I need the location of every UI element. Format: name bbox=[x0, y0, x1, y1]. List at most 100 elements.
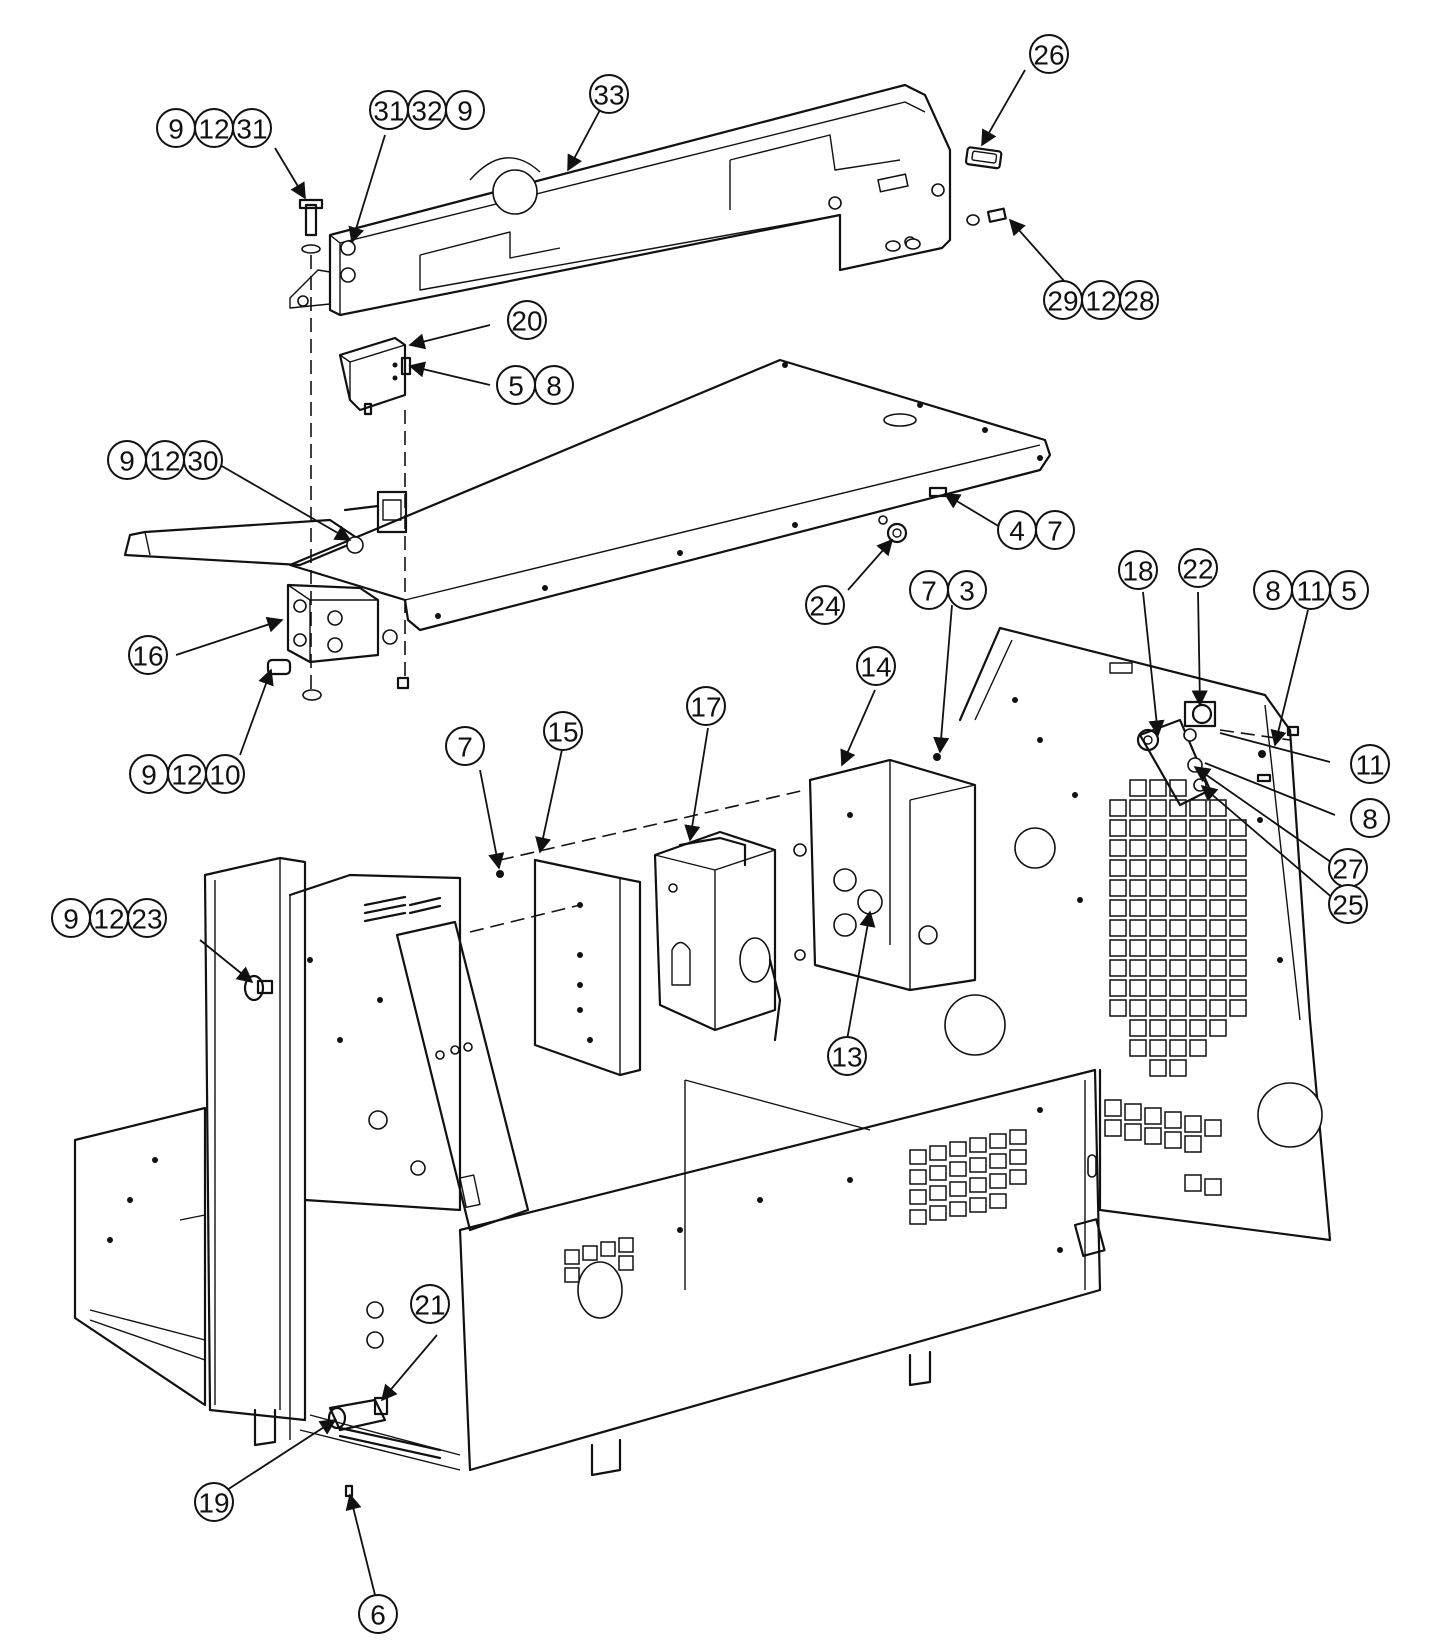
callout-bubble bbox=[445, 90, 485, 130]
callout-number: 12 bbox=[149, 446, 180, 477]
callout-bubble bbox=[445, 726, 485, 766]
callout-20: 20 bbox=[507, 300, 547, 340]
part-23-knob bbox=[243, 974, 274, 1002]
callout-18: 18 bbox=[1118, 550, 1158, 590]
callout-bubble bbox=[1350, 798, 1390, 838]
callout-bubble bbox=[805, 585, 845, 625]
callout-number: 8 bbox=[1265, 576, 1281, 607]
callout-number: 11 bbox=[1355, 750, 1384, 781]
callout-number: 17 bbox=[690, 692, 721, 723]
callout-bubble bbox=[1119, 280, 1159, 320]
callout-bubble bbox=[410, 1284, 450, 1324]
callout-number: 24 bbox=[809, 591, 840, 622]
callout-7: 7 bbox=[445, 726, 485, 766]
callout-bubble bbox=[1328, 884, 1368, 924]
callout-number: 18 bbox=[1122, 556, 1153, 587]
part-17-handle-assembly bbox=[653, 830, 807, 1042]
callout-number: 5 bbox=[1341, 576, 1357, 607]
callout-14: 14 bbox=[856, 646, 896, 686]
callout-number: 4 bbox=[1009, 516, 1025, 547]
callout-number: 12 bbox=[198, 114, 229, 145]
callout-number: 20 bbox=[511, 306, 542, 337]
callout-bubble bbox=[183, 440, 223, 480]
callout-number: 7 bbox=[921, 576, 937, 607]
callout-number: 10 bbox=[209, 760, 240, 791]
front-vent-grid bbox=[564, 1129, 1027, 1283]
callout-number: 9 bbox=[119, 446, 135, 477]
back-vent-grid bbox=[1104, 779, 1247, 1196]
part-20-bracket bbox=[338, 336, 412, 416]
callout-bubble bbox=[589, 74, 629, 114]
callout-number: 25 bbox=[1332, 890, 1363, 921]
callout-bubble bbox=[194, 1482, 234, 1522]
callout-number: 12 bbox=[171, 760, 202, 791]
right-back-panel bbox=[944, 626, 1332, 1242]
callout-number: 11 bbox=[1296, 576, 1325, 607]
callout-number: 12 bbox=[1085, 286, 1116, 317]
callout-number: 31 bbox=[236, 114, 267, 145]
callout-number: 16 bbox=[132, 641, 163, 672]
callout-bubble bbox=[1329, 570, 1369, 610]
callout-number: 6 bbox=[370, 1600, 386, 1631]
callout-number: 7 bbox=[457, 732, 473, 763]
callout-number: 33 bbox=[593, 80, 624, 111]
callout-17: 17 bbox=[686, 686, 726, 726]
callout-bubble bbox=[232, 108, 272, 148]
callout-21: 21 bbox=[410, 1284, 450, 1324]
callout-number: 28 bbox=[1123, 286, 1154, 317]
callout-number: 31 bbox=[373, 96, 404, 127]
callout-number: 9 bbox=[457, 96, 473, 127]
leader-lines bbox=[175, 69, 1336, 1596]
callout-bubble bbox=[856, 646, 896, 686]
callout-8: 8 bbox=[1350, 798, 1390, 838]
callout-number: 21 bbox=[414, 1290, 445, 1321]
callout-15: 15 bbox=[543, 711, 583, 751]
callout-bubble bbox=[127, 898, 167, 938]
callout-number: 30 bbox=[187, 446, 218, 477]
callout-number: 27 bbox=[1332, 854, 1363, 885]
callout-number: 5 bbox=[508, 371, 524, 402]
callout-bubble bbox=[1350, 744, 1390, 784]
base-chassis bbox=[73, 856, 1106, 1477]
callout-19: 19 bbox=[194, 1482, 234, 1522]
callout-bubble bbox=[827, 1036, 867, 1076]
callout-16: 16 bbox=[128, 635, 168, 675]
callout-bubble bbox=[1035, 510, 1075, 550]
callout-number: 14 bbox=[860, 652, 891, 683]
callout-25: 25 bbox=[1328, 884, 1368, 924]
callout-number: 8 bbox=[1362, 804, 1378, 835]
callout-6: 6 bbox=[358, 1594, 398, 1634]
part-14-bracket bbox=[808, 758, 977, 992]
callout-number: 9 bbox=[168, 114, 184, 145]
part-33-top-rail bbox=[289, 83, 952, 317]
callout-8-11-5: 8 11 5 bbox=[1253, 570, 1369, 610]
callout-bubble bbox=[1029, 34, 1069, 74]
part-15-plate bbox=[533, 858, 678, 1077]
fasteners-top-rail bbox=[298, 198, 1007, 254]
callout-number: 7 bbox=[1047, 516, 1063, 547]
callout-number: 22 bbox=[1182, 554, 1213, 585]
callout-24: 24 bbox=[805, 585, 845, 625]
callout-number: 15 bbox=[547, 717, 578, 748]
part-21-19-fastener bbox=[327, 1396, 389, 1498]
callout-number: 13 bbox=[831, 1042, 862, 1073]
callout-bubble bbox=[358, 1594, 398, 1634]
callout-bubble bbox=[1118, 550, 1158, 590]
callout-number: 9 bbox=[141, 760, 157, 791]
callout-number: 19 bbox=[198, 1488, 229, 1519]
callout-number: 12 bbox=[93, 904, 124, 935]
callout-number: 32 bbox=[411, 96, 442, 127]
callout-bubble bbox=[128, 635, 168, 675]
part-16-block bbox=[266, 583, 410, 701]
callout-26: 26 bbox=[1029, 34, 1069, 74]
callout-bubble bbox=[543, 711, 583, 751]
